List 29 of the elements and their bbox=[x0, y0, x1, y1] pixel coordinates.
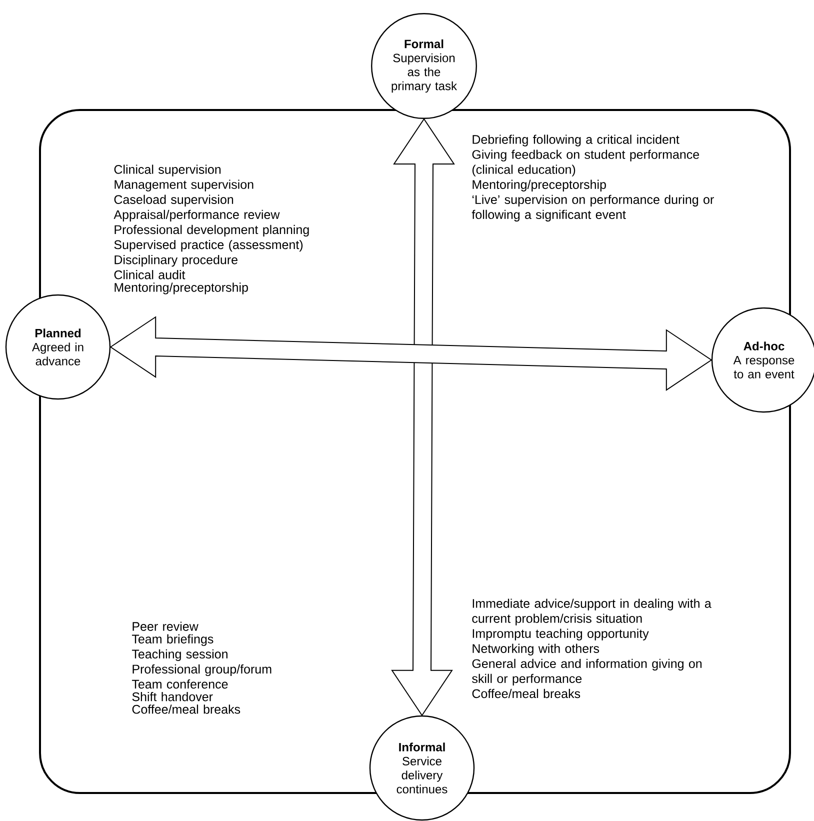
node-label: A response to an event bbox=[733, 356, 794, 378]
list-item: Impromptu teaching opportunity bbox=[472, 628, 649, 640]
list-item: Caseload supervision bbox=[114, 194, 234, 206]
list-item: Clinical supervision bbox=[114, 164, 221, 176]
list-item: Giving feedback on student performance (clinical education) bbox=[472, 150, 700, 176]
list-item: Networking with others bbox=[472, 644, 600, 656]
list-item: Mentoring/preceptorship bbox=[114, 282, 248, 294]
list-item: Peer review bbox=[132, 622, 198, 631]
list-item: Clinical audit bbox=[114, 270, 186, 280]
list-item: Team conference bbox=[132, 679, 228, 689]
list-item: Immediate advice/support in dealing with a current problem/crisis situation bbox=[472, 598, 712, 626]
list-item: General advice and information giving on skill or performance bbox=[472, 658, 702, 686]
list-item: Coffee/meal breaks bbox=[132, 704, 240, 714]
list-item: ‘Live’ supervision on performance during or following a significant event bbox=[472, 194, 714, 222]
list-item: Disciplinary procedure bbox=[114, 255, 238, 267]
list-item: Management supervision bbox=[114, 180, 254, 192]
list-item: Appraisal/performance review bbox=[114, 210, 280, 222]
list-item: Teaching session bbox=[132, 649, 228, 661]
list-item: Team briefings bbox=[132, 634, 214, 646]
node-label: Service delivery continues bbox=[396, 756, 448, 794]
list-item: Professional development planning bbox=[114, 224, 309, 237]
list-item: Mentoring/preceptorship bbox=[472, 180, 606, 192]
node-label: Informal bbox=[399, 742, 445, 752]
list-item: Coffee/meal breaks bbox=[472, 688, 580, 698]
list-item: Shift handover bbox=[132, 692, 213, 702]
node-label: Ad-hoc bbox=[744, 342, 784, 350]
list-item: Professional group/forum bbox=[132, 664, 272, 676]
list-item: Supervised practice (assessment) bbox=[114, 240, 303, 252]
list-item: Debriefing following a critical incident bbox=[472, 134, 680, 146]
